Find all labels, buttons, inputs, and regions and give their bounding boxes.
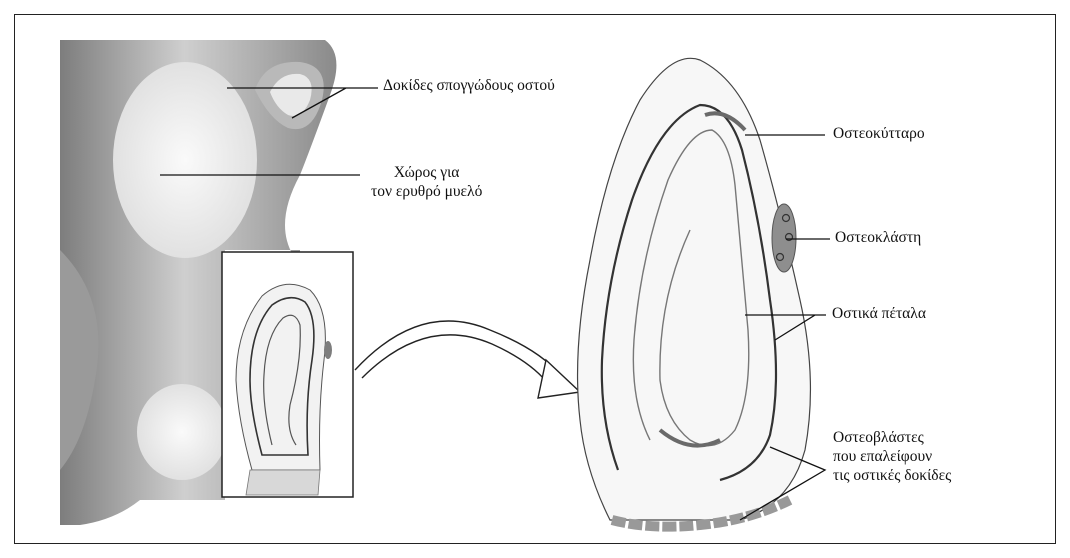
label-osteoblasts-line-2: που επαλείφουν <box>833 447 951 466</box>
label-osteoclast: Οστεοκλάστη <box>835 228 921 247</box>
inset-trabecula <box>236 284 332 495</box>
label-marrow-space-line-1: Χώρος για <box>371 163 482 182</box>
label-osteocyte: Οστεοκύτταρο <box>833 124 925 143</box>
label-osteoblasts-line-1: Οστεοβλάστες <box>833 428 951 447</box>
enlarged-trabecula <box>578 58 811 526</box>
magnify-arrow <box>355 321 580 398</box>
label-marrow-space: Χώρος για τον ερυθρό μυελό <box>371 163 482 201</box>
label-osteoblasts: Οστεοβλάστες που επαλείφουν τις οστικές … <box>833 428 951 485</box>
label-osteoblasts-line-3: τις οστικές δοκίδες <box>833 466 951 485</box>
label-marrow-space-line-2: τον ερυθρό μυελό <box>371 182 482 201</box>
label-lamellae: Οστικά πέταλα <box>832 304 926 323</box>
label-trabeculae: Δοκίδες σπογγώδους οστού <box>383 76 555 95</box>
